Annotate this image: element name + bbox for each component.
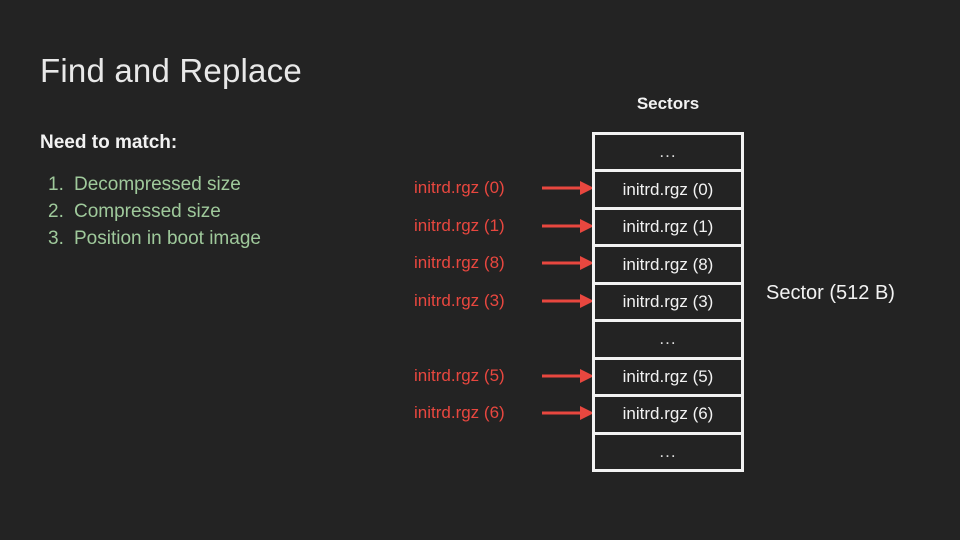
table-row: ... xyxy=(595,322,741,360)
page-title: Find and Replace xyxy=(40,52,302,89)
sectors-table: ... initrd.rgz (0) initrd.rgz (1) initrd… xyxy=(592,132,744,472)
arrow-row xyxy=(414,132,594,170)
arrow-right-icon xyxy=(542,181,594,196)
table-row: initrd.rgz (3) xyxy=(595,284,741,323)
arrow-row: initrd.rgz (8) xyxy=(414,245,594,283)
list-item-number: 3. xyxy=(48,228,64,249)
table-row: initrd.rgz (8) xyxy=(595,247,741,285)
sector-size-note: Sector (512 B) xyxy=(766,282,895,304)
arrow-row: initrd.rgz (6) xyxy=(414,395,594,433)
arrow-annotation-group: initrd.rgz (0) initrd.rgz (1) initrd.rgz… xyxy=(414,132,594,472)
arrow-row xyxy=(414,320,594,358)
table-row: ... xyxy=(595,135,741,173)
match-requirements-list: 1. Decompressed size 2. Compressed size … xyxy=(40,174,380,255)
arrow-row: initrd.rgz (5) xyxy=(414,357,594,395)
arrow-right-icon xyxy=(542,368,594,383)
need-to-match-label: Need to match: xyxy=(40,132,178,153)
list-item-label: Position in boot image xyxy=(74,228,261,249)
arrow-row: initrd.rgz (1) xyxy=(414,207,594,245)
list-item-number: 2. xyxy=(48,201,64,222)
arrow-label: initrd.rgz (1) xyxy=(414,215,505,235)
arrow-row xyxy=(414,432,594,470)
list-item: 2. Compressed size xyxy=(40,201,380,228)
table-row: initrd.rgz (5) xyxy=(595,359,741,398)
table-row: initrd.rgz (0) xyxy=(595,172,741,210)
arrow-label: initrd.rgz (0) xyxy=(414,178,505,198)
list-item: 1. Decompressed size xyxy=(40,174,380,201)
arrow-row: initrd.rgz (3) xyxy=(414,282,594,320)
arrow-label: initrd.rgz (3) xyxy=(414,290,505,310)
list-item-label: Decompressed size xyxy=(74,174,241,195)
arrow-label: initrd.rgz (5) xyxy=(414,365,505,385)
list-item-number: 1. xyxy=(48,174,64,195)
arrow-right-icon xyxy=(542,218,594,233)
table-row: initrd.rgz (6) xyxy=(595,397,741,435)
table-row: initrd.rgz (1) xyxy=(595,209,741,248)
arrow-label: initrd.rgz (8) xyxy=(414,253,505,273)
sectors-heading: Sectors xyxy=(636,94,700,113)
list-item-label: Compressed size xyxy=(74,201,221,222)
table-row: ... xyxy=(595,434,741,469)
arrow-label: initrd.rgz (6) xyxy=(414,403,505,423)
arrow-right-icon xyxy=(542,406,594,421)
arrow-right-icon xyxy=(542,256,594,271)
list-item: 3. Position in boot image xyxy=(40,228,380,255)
arrow-row: initrd.rgz (0) xyxy=(414,170,594,208)
arrow-right-icon xyxy=(542,293,594,308)
